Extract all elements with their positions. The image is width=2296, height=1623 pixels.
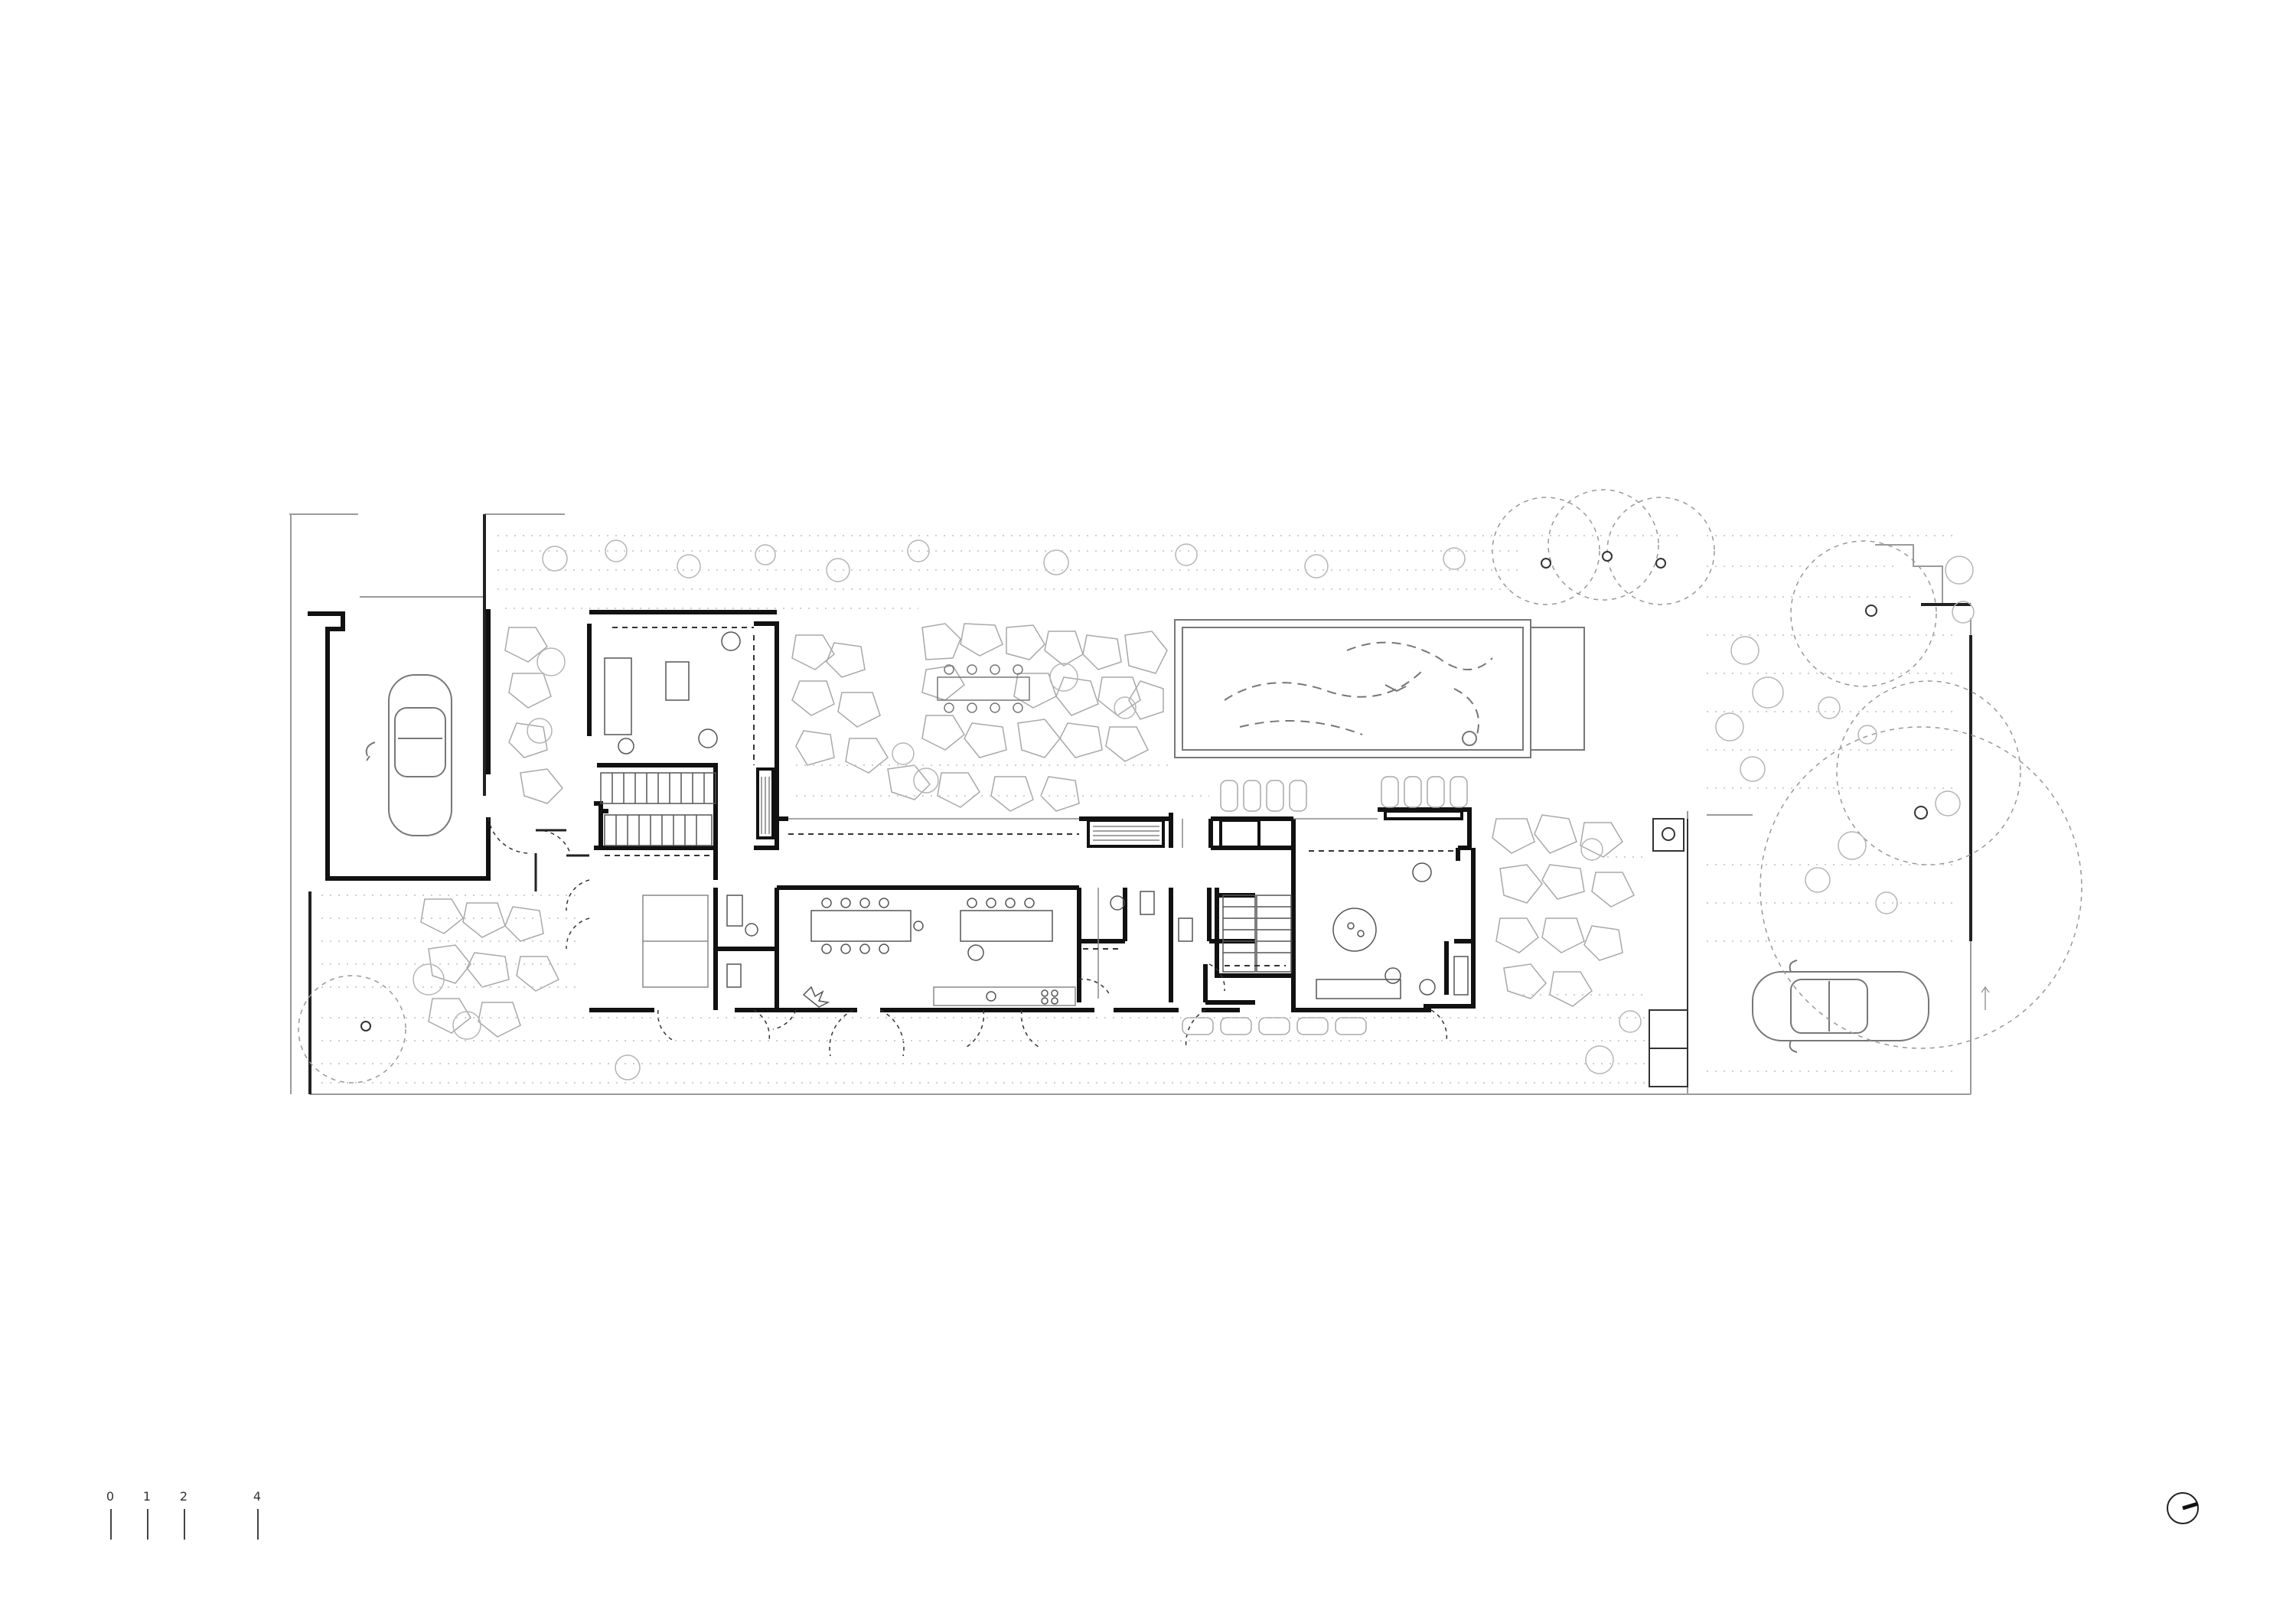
- scale-tick-1: [147, 1509, 148, 1540]
- interior-light-lines: [642, 818, 1378, 1006]
- site-boundary: [289, 513, 1971, 1095]
- tree-canopies: [298, 489, 2082, 1084]
- scale-label-0: 0: [106, 1489, 115, 1504]
- interior-furniture: [604, 631, 1469, 1008]
- ground-cover-texture: [321, 535, 1959, 1084]
- scale-label-1: 1: [142, 1489, 152, 1504]
- scale-tick-2: [184, 1509, 185, 1540]
- sliding-door-tracks: [605, 627, 1454, 966]
- scale-tick-4: [257, 1509, 259, 1540]
- door-swings: [488, 816, 1448, 1057]
- outdoor-dining-table: [937, 664, 1030, 713]
- vegetation-shrubs: [413, 539, 1975, 1080]
- gate-marks: [534, 829, 589, 891]
- boundary-walls: [308, 514, 1972, 1094]
- tree-trunks: [360, 551, 1928, 1031]
- staircase-north: [600, 772, 716, 846]
- carport-walls: [308, 609, 491, 881]
- fireplace-hatching: [761, 777, 1159, 841]
- scale-label-4: 4: [253, 1489, 262, 1504]
- paving-stones: [420, 623, 1636, 1038]
- car-left: [365, 674, 452, 836]
- scale-tick-0: [110, 1509, 112, 1540]
- pool: [1174, 619, 1585, 758]
- fireplace-elements: [756, 768, 1463, 849]
- stepping-stones: [1182, 776, 1468, 1035]
- house-walls: [587, 610, 1476, 1012]
- staircase-south: [1222, 895, 1292, 973]
- utility-structures: [1649, 818, 1688, 1087]
- car-right: [1752, 960, 1929, 1053]
- scale-label-2: 2: [179, 1489, 188, 1504]
- north-arrow-icon: [2167, 1492, 2199, 1524]
- entry-arrow-icon: [1981, 986, 1990, 1010]
